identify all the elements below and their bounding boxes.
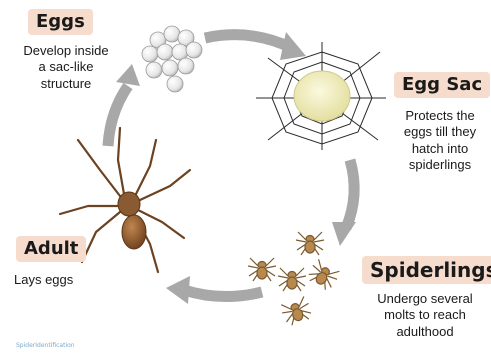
eggs-desc-line-1: Develop inside — [10, 43, 122, 59]
adult-desc-line-1: Lays eggs — [14, 272, 94, 288]
egg-sac-desc-line-3: hatch into — [392, 141, 488, 157]
eggs-illustration — [142, 26, 202, 92]
spiderlings-desc-line-3: adulthood — [366, 324, 484, 340]
egg-sac-desc-line-1: Protects the — [392, 108, 488, 124]
spiderlings-illustration — [248, 232, 341, 327]
source-credit: SpiderIdentification — [16, 342, 75, 349]
adult-description: Lays eggs — [8, 272, 94, 288]
egg-sac-title: Egg Sac — [394, 72, 490, 98]
arrow-eggs-to-sac — [205, 32, 306, 60]
eggs-title: Eggs — [28, 9, 93, 35]
eggs-desc-line-2: a sac-like — [10, 59, 122, 75]
arrow-sac-to-spiderlings — [332, 160, 356, 246]
adult-title: Adult — [16, 236, 86, 262]
eggs-description: Develop inside a sac-like structure — [10, 43, 122, 92]
spiderlings-desc-line-1: Undergo several — [366, 291, 484, 307]
spiderlings-desc-line-2: molts to reach — [366, 307, 484, 323]
egg-sac-desc-line-2: eggs till they — [392, 124, 488, 140]
arrow-spiderlings-to-adult — [166, 276, 262, 304]
egg-sac-desc-line-4: spiderlings — [392, 157, 488, 173]
eggs-desc-line-3: structure — [10, 76, 122, 92]
spiderlings-description: Undergo several molts to reach adulthood — [366, 291, 484, 340]
egg-sac-illustration — [256, 42, 386, 150]
egg-sac-description: Protects the eggs till they hatch into s… — [392, 108, 488, 173]
spiderlings-title: Spiderlings — [362, 256, 491, 284]
